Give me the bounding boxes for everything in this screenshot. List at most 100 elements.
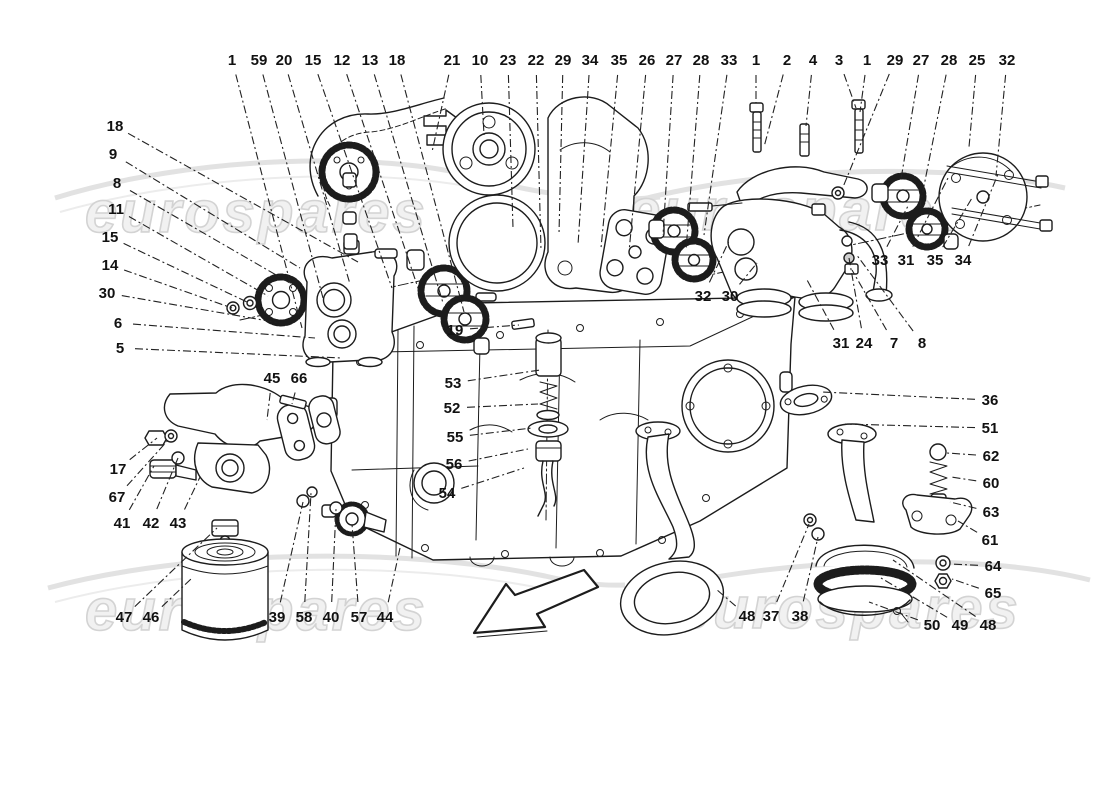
leader-line	[466, 403, 539, 408]
part-number-label: 5	[116, 340, 124, 357]
part-number-label: 31	[898, 252, 915, 269]
part-number-label: 17	[110, 461, 127, 478]
leader-line	[848, 257, 862, 329]
part-number-label: 1	[228, 52, 236, 69]
leader-line	[776, 523, 810, 603]
leader-line	[129, 437, 158, 461]
part-number-label: 34	[582, 52, 599, 69]
leader-line	[843, 73, 857, 109]
leader-line	[156, 457, 179, 510]
part-number-label: 64	[985, 558, 1002, 575]
leader-line	[507, 74, 514, 229]
part-number-label: 42	[143, 515, 160, 532]
leader-line	[132, 323, 316, 339]
relief-valve-drawing	[902, 443, 973, 589]
part-number-label: 10	[472, 52, 489, 69]
leader-line	[703, 74, 728, 236]
leader-line	[184, 476, 201, 510]
part-number-label: 43	[170, 515, 187, 532]
part-number-label: 55	[447, 429, 464, 446]
leader-line	[291, 392, 296, 405]
leader-line	[123, 242, 248, 303]
leader-line	[805, 74, 812, 127]
leader-line	[859, 74, 866, 113]
part-number-label: 56	[446, 456, 463, 473]
watermark-swoosh	[54, 568, 541, 603]
filter-mount-drawing	[144, 383, 387, 537]
pump-gears-left-drawing	[406, 249, 490, 355]
leader-line	[892, 559, 976, 617]
leader-line	[431, 74, 450, 153]
leader-line	[123, 269, 233, 309]
part-number-label: 51	[982, 420, 999, 437]
part-number-label: 20	[276, 52, 293, 69]
leader-line	[715, 588, 737, 607]
leader-line	[121, 295, 281, 324]
part-number-label: 8	[918, 335, 926, 352]
leader-line	[662, 74, 674, 236]
part-number-label: 32	[695, 288, 712, 305]
valve-stack-drawing	[511, 318, 569, 517]
part-number-label: 46	[143, 609, 160, 626]
watermark-swoosh	[59, 175, 496, 213]
leader-line	[125, 161, 301, 269]
leader-line	[946, 452, 977, 456]
part-number-label: 29	[887, 52, 904, 69]
leader-line	[128, 216, 269, 297]
part-number-label: 48	[980, 617, 997, 634]
part-number-label: 12	[334, 52, 351, 69]
part-number-label: 13	[362, 52, 379, 69]
part-number-label: 31	[833, 335, 850, 352]
part-number-label: 33	[872, 252, 889, 269]
part-number-label: 9	[109, 146, 117, 163]
leader-line	[480, 74, 485, 136]
leader-line	[134, 527, 218, 607]
leader-line	[628, 74, 647, 253]
leader-line	[304, 492, 312, 603]
leader-line	[161, 577, 193, 608]
part-number-label: 14	[102, 257, 119, 274]
leader-line	[129, 190, 291, 284]
part-number-label: 27	[666, 52, 683, 69]
leader-line	[708, 240, 730, 283]
leader-line	[387, 547, 401, 603]
part-number-label: 30	[722, 288, 739, 305]
part-number-label: 60	[983, 475, 1000, 492]
leader-line	[134, 348, 343, 359]
part-number-label: 52	[444, 400, 461, 417]
leader-line	[951, 578, 979, 589]
leader-line	[469, 427, 533, 436]
part-number-label: 50	[924, 617, 941, 634]
part-number-label: 28	[941, 52, 958, 69]
leader-line	[802, 536, 819, 602]
leader-line	[535, 74, 542, 251]
part-number-label: 18	[389, 52, 406, 69]
part-number-label: 28	[693, 52, 710, 69]
leader-line	[950, 563, 979, 566]
part-number-label: 62	[983, 448, 1000, 465]
oil-pump-housing-drawing	[687, 166, 893, 322]
part-number-label: 24	[856, 335, 873, 352]
leader-line	[235, 74, 303, 329]
part-number-label: 41	[114, 515, 131, 532]
stud-bolts-drawing	[749, 99, 866, 275]
leader-line	[739, 262, 758, 285]
leader-line	[949, 501, 977, 509]
part-number-label: 49	[952, 617, 969, 634]
diagram-artwork	[144, 96, 1053, 641]
leader-line	[886, 205, 909, 247]
leader-line	[600, 74, 619, 249]
part-number-label: 35	[611, 52, 628, 69]
part-number-label: 67	[109, 489, 126, 506]
leader-line	[919, 74, 947, 207]
watermark-text: eurospares	[678, 576, 1021, 641]
leader-line	[400, 74, 465, 313]
oil-filter-drawing	[181, 519, 269, 641]
leader-line	[468, 448, 529, 462]
part-number-label: 27	[913, 52, 930, 69]
suction-pipe-left-drawing	[619, 421, 725, 636]
part-number-label: 19	[447, 322, 464, 339]
part-number-label: 30	[99, 285, 116, 302]
